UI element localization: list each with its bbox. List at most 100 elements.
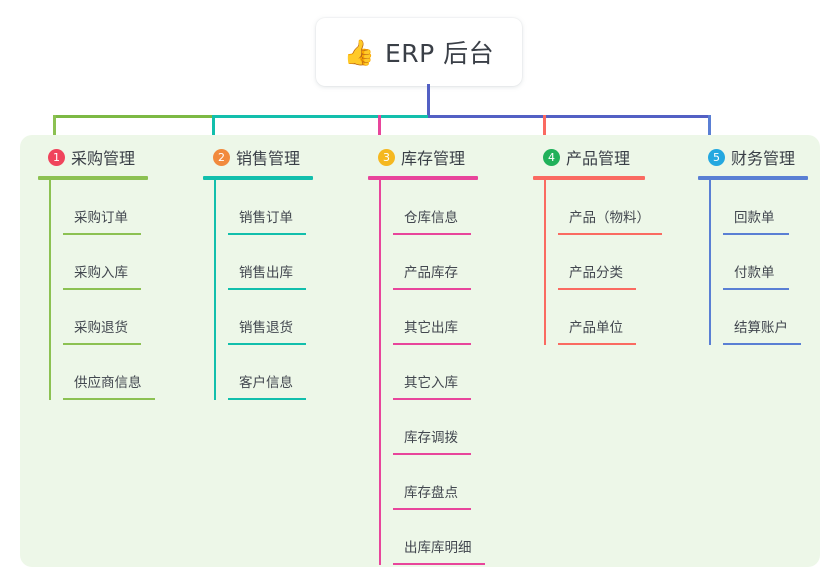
branch-item[interactable]: 销售出库 — [228, 235, 313, 290]
branch-item-rule — [723, 288, 789, 290]
branch-item[interactable]: 销售订单 — [228, 180, 313, 235]
thumbs-up-icon: 👍 — [343, 37, 375, 67]
branch-index-badge: 5 — [708, 148, 725, 166]
branch-item-label: 付款单 — [734, 265, 775, 281]
branch-item-rule — [228, 343, 306, 345]
branch-index-badge: 2 — [213, 148, 230, 166]
branch-item[interactable]: 产品单位 — [558, 290, 645, 345]
branch-spine — [214, 180, 216, 400]
branch-item-rule — [723, 233, 789, 235]
branch-item-label: 结算账户 — [734, 320, 788, 336]
branch-item[interactable]: 付款单 — [723, 235, 808, 290]
branch-item-rule — [393, 453, 471, 455]
branch-item-rule — [63, 288, 141, 290]
branch-item[interactable]: 产品（物料） — [558, 180, 662, 235]
branch-item[interactable]: 销售退货 — [228, 290, 313, 345]
root-node-title: ERP 后台 — [384, 39, 495, 68]
branch-title: 库存管理 — [401, 149, 466, 168]
branch-item-label: 供应商信息 — [74, 375, 142, 391]
branch-item[interactable]: 库存调拨 — [393, 400, 478, 455]
branch-title: 财务管理 — [731, 149, 796, 168]
branch-item-label: 出库库明细 — [404, 540, 472, 556]
branch-spine — [709, 180, 711, 345]
branch-header-4[interactable]: 4 产品管理 — [533, 144, 645, 170]
branch-item-rule — [393, 343, 471, 345]
branch-item-rule — [393, 563, 485, 565]
branch-item[interactable]: 库存盘点 — [393, 455, 478, 510]
branch-item-rule — [393, 508, 471, 510]
branch-item-label: 其它出库 — [404, 320, 458, 336]
branch-items: 仓库信息产品库存其它出库其它入库库存调拨库存盘点出库库明细 — [379, 180, 485, 565]
branch-item[interactable]: 客户信息 — [228, 345, 313, 400]
branch-item-rule — [228, 398, 306, 400]
branch-item[interactable]: 产品分类 — [558, 235, 645, 290]
branch-item[interactable]: 回款单 — [723, 180, 808, 235]
branch-index-badge: 4 — [543, 148, 560, 166]
branch-header-rule — [38, 176, 148, 180]
branch-item-rule — [63, 398, 155, 400]
branch-column-1[interactable]: 1 采购管理采购订单采购入库采购退货供应商信息 — [38, 144, 155, 400]
branch-item[interactable]: 供应商信息 — [63, 345, 155, 400]
branch-item-rule — [723, 343, 801, 345]
branch-item[interactable]: 结算账户 — [723, 290, 808, 345]
root-node-erp-backend[interactable]: 👍 ERP 后台 — [316, 18, 522, 86]
branch-item-rule — [393, 398, 471, 400]
branch-item[interactable]: 采购订单 — [63, 180, 148, 235]
branch-item-label: 产品库存 — [404, 265, 458, 281]
branch-header-5[interactable]: 5 财务管理 — [698, 144, 808, 170]
branch-title: 产品管理 — [566, 149, 631, 168]
branch-header-rule — [368, 176, 478, 180]
branch-items: 销售订单销售出库销售退货客户信息 — [214, 180, 313, 400]
branch-item-rule — [63, 233, 141, 235]
branch-item[interactable]: 采购入库 — [63, 235, 148, 290]
branch-header-rule — [533, 176, 645, 180]
branch-item-label: 销售退货 — [239, 320, 293, 336]
branch-header-3[interactable]: 3 库存管理 — [368, 144, 478, 170]
branch-item-label: 库存盘点 — [404, 485, 458, 501]
branch-item[interactable]: 采购退货 — [63, 290, 148, 345]
branch-item[interactable]: 其它出库 — [393, 290, 478, 345]
branch-column-4[interactable]: 4 产品管理产品（物料） 产品分类产品单位 — [533, 144, 662, 345]
branch-item-rule — [228, 288, 306, 290]
branch-header-rule — [698, 176, 808, 180]
branch-item[interactable]: 其它入库 — [393, 345, 478, 400]
branch-item-label: 采购退货 — [74, 320, 128, 336]
branch-item-label: 仓库信息 — [404, 210, 458, 226]
branch-item-label: 产品（物料） — [569, 210, 650, 226]
branch-item-label: 回款单 — [734, 210, 775, 226]
branch-index-badge: 1 — [48, 148, 65, 166]
branch-item[interactable]: 仓库信息 — [393, 180, 478, 235]
branch-item-rule — [393, 233, 471, 235]
branch-item-label: 销售订单 — [239, 210, 293, 226]
bus-segment-1 — [53, 115, 212, 118]
branch-panel — [20, 135, 820, 567]
branch-item-label: 采购订单 — [74, 210, 128, 226]
trunk-connector — [427, 84, 430, 118]
branch-index-badge: 3 — [378, 148, 395, 166]
branch-item-label: 销售出库 — [239, 265, 293, 281]
branch-item-rule — [558, 233, 662, 235]
branch-item[interactable]: 出库库明细 — [393, 510, 485, 565]
branch-item-label: 库存调拨 — [404, 430, 458, 446]
branch-item-label: 产品分类 — [569, 265, 623, 281]
branch-header-1[interactable]: 1 采购管理 — [38, 144, 148, 170]
branch-item-rule — [393, 288, 471, 290]
branch-item-label: 采购入库 — [74, 265, 128, 281]
bus-segment-2 — [212, 115, 428, 118]
branch-column-3[interactable]: 3 库存管理仓库信息产品库存其它出库其它入库库存调拨库存盘点出库库明细 — [368, 144, 485, 565]
branch-column-5[interactable]: 5 财务管理回款单付款单结算账户 — [698, 144, 808, 345]
branch-spine — [49, 180, 51, 400]
branch-item-rule — [558, 288, 636, 290]
branch-item-label: 产品单位 — [569, 320, 623, 336]
branch-item-label: 客户信息 — [239, 375, 293, 391]
branch-item[interactable]: 产品库存 — [393, 235, 478, 290]
branch-item-rule — [63, 343, 141, 345]
branch-title: 采购管理 — [71, 149, 136, 168]
branch-spine — [544, 180, 546, 345]
branch-item-label: 其它入库 — [404, 375, 458, 391]
branch-spine — [379, 180, 381, 565]
branch-items: 产品（物料） 产品分类产品单位 — [544, 180, 662, 345]
